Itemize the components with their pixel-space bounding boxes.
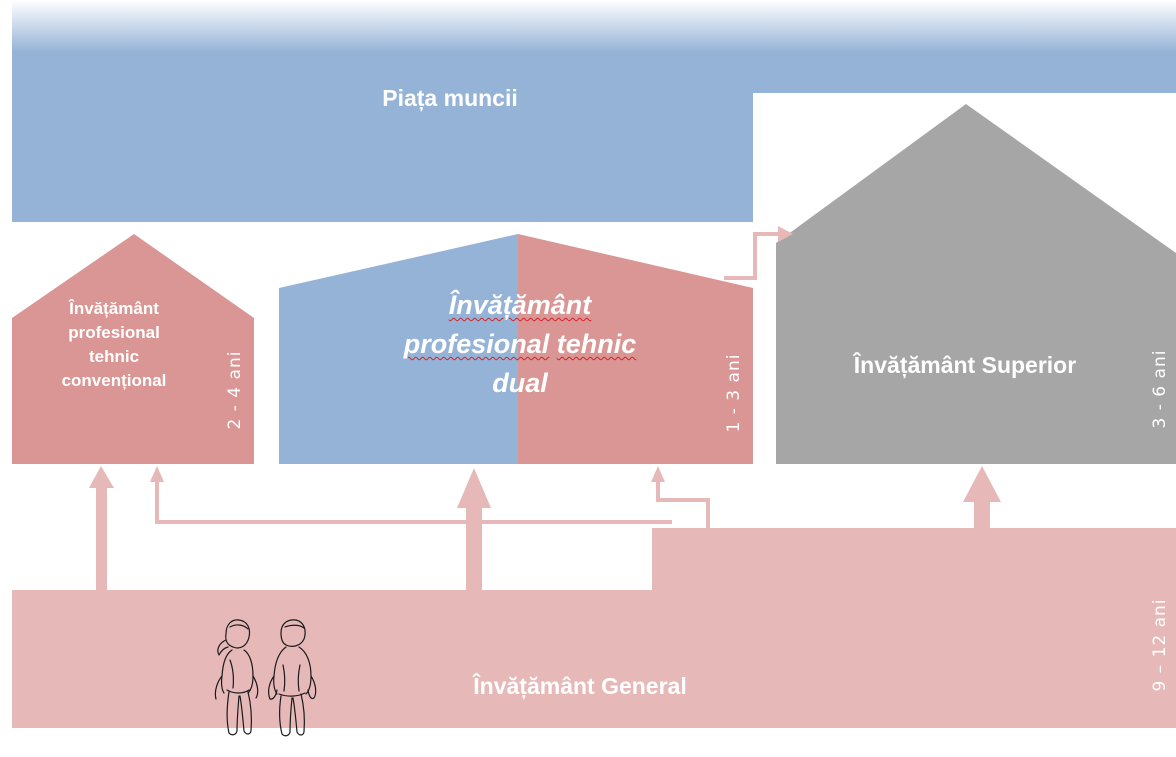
conventional-vocational-house: [12, 234, 254, 464]
dual-word-3: tehnic: [556, 329, 637, 359]
conventional-vocational-label: Învățământ profesional tehnic convențion…: [18, 297, 210, 393]
arrow-general-to-higher: [963, 466, 1001, 528]
conventional-line-4: convențional: [61, 371, 167, 390]
labour-market-label: Piața muncii: [382, 85, 518, 111]
general-duration-label: 9 – 12 ani: [1150, 598, 1170, 692]
arrows: [89, 226, 1001, 590]
dual-duration-label: 1 - 3 ani: [724, 353, 744, 433]
general-education-label: Învățământ General: [473, 673, 687, 699]
dual-word-1: Învățământ: [448, 290, 592, 320]
arrow-thin-connector-dual: [651, 466, 710, 528]
dual-word-2: profesional: [403, 329, 550, 359]
dual-word-4: dual: [492, 368, 548, 398]
higher-education-house: [776, 104, 1176, 464]
arrow-general-to-conventional: [89, 466, 114, 590]
general-education-block: [12, 528, 1176, 728]
higher-education-label: Învățământ Superior: [853, 352, 1077, 378]
arrow-thin-connector-conventional: [150, 466, 672, 524]
dual-vocational-label: Învățământ profesional tehnic dual: [340, 286, 700, 403]
arrow-dual-to-higher: [724, 226, 793, 280]
labour-market-block: [12, 0, 1176, 222]
conventional-line-3: tehnic: [88, 347, 140, 366]
conventional-line-1: Învățământ: [69, 299, 159, 318]
dual-vocational-house: [279, 234, 753, 464]
conventional-line-2: profesional: [68, 323, 160, 342]
conventional-duration-label: 2 - 4 ani: [225, 350, 245, 430]
arrow-general-to-dual: [457, 468, 491, 590]
children-sketch-icon: [214, 619, 317, 737]
higher-duration-label: 3 - 6 ani: [1150, 349, 1170, 429]
